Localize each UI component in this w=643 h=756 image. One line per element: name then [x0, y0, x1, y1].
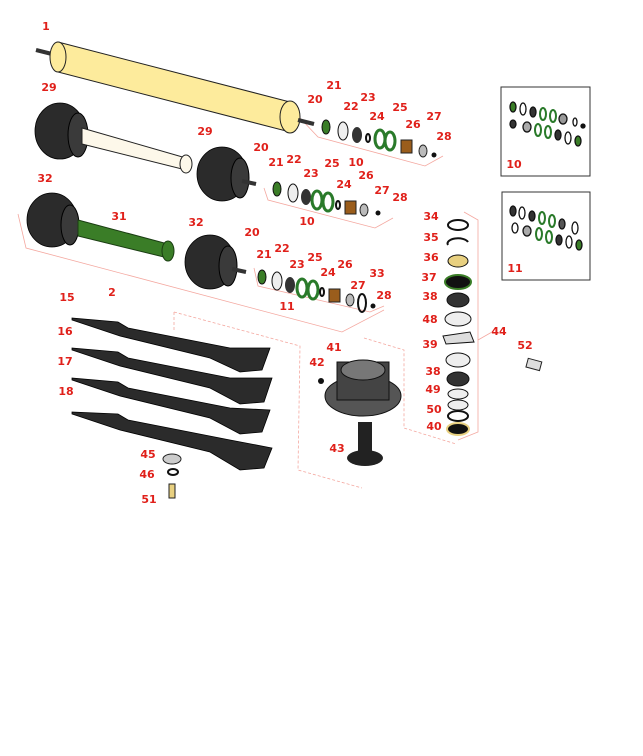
callout-21: 21	[268, 156, 283, 169]
callout-27: 27	[350, 279, 365, 292]
callout-10: 10	[506, 158, 522, 171]
spindle-stack	[442, 219, 543, 436]
callout-11: 11	[279, 300, 294, 313]
callout-26: 26	[337, 258, 353, 271]
callout-20: 20	[307, 93, 323, 106]
callout-24: 24	[369, 110, 385, 123]
callout-46: 46	[139, 468, 155, 481]
rear-roller-29	[34, 102, 257, 202]
callout-22: 22	[274, 242, 289, 255]
callout-48: 48	[422, 313, 437, 326]
callout-20: 20	[244, 226, 260, 239]
callout-40: 40	[426, 420, 442, 433]
callout-39: 39	[422, 338, 437, 351]
callout-44: 44	[491, 325, 507, 338]
callout-33: 33	[369, 267, 384, 280]
kit-11-inset	[501, 191, 591, 281]
callout-28: 28	[392, 191, 407, 204]
kit-10-inset	[500, 86, 591, 177]
callout-26: 26	[405, 118, 421, 131]
callout-50: 50	[426, 403, 442, 416]
callout-28: 28	[376, 289, 391, 302]
callout-27: 27	[426, 110, 441, 123]
callout-21: 21	[326, 79, 341, 92]
callout-23: 23	[289, 258, 304, 271]
bearing-kit-parts	[257, 119, 437, 313]
callout-11: 11	[507, 262, 522, 275]
callout-38: 38	[425, 365, 440, 378]
callout-32: 32	[37, 172, 52, 185]
blade-hardware	[162, 453, 182, 499]
callout-21: 21	[256, 248, 271, 261]
callout-41: 41	[326, 341, 341, 354]
callout-16: 16	[57, 325, 73, 338]
callout-49: 49	[425, 383, 440, 396]
callout-17: 17	[57, 355, 72, 368]
callout-36: 36	[423, 251, 439, 264]
callout-10: 10	[348, 156, 364, 169]
callouts: 1 29 20 21 22 23 24 25 26 27 28 10 29 20…	[37, 20, 532, 506]
spindle-housing	[318, 359, 402, 466]
callout-2: 2	[108, 286, 116, 299]
callout-34: 34	[423, 210, 439, 223]
callout-29: 29	[41, 81, 56, 94]
callout-1: 1	[42, 20, 50, 33]
callout-42: 42	[309, 356, 324, 369]
callout-27: 27	[374, 184, 389, 197]
callout-20: 20	[253, 141, 269, 154]
front-roller	[35, 41, 315, 134]
callout-25: 25	[307, 251, 322, 264]
callout-15: 15	[59, 291, 74, 304]
callout-25: 25	[392, 101, 407, 114]
callout-38: 38	[422, 290, 437, 303]
callout-28: 28	[436, 130, 451, 143]
callout-22: 22	[343, 100, 358, 113]
callout-18: 18	[58, 385, 73, 398]
callout-35: 35	[423, 231, 438, 244]
callout-22: 22	[286, 153, 301, 166]
callout-52: 52	[517, 339, 532, 352]
callout-25: 25	[324, 157, 339, 170]
callout-23: 23	[303, 167, 318, 180]
callout-43: 43	[329, 442, 344, 455]
callout-24: 24	[320, 266, 336, 279]
callout-51: 51	[141, 493, 156, 506]
rear-roller-32	[26, 192, 247, 290]
callout-10: 10	[299, 215, 315, 228]
callout-31: 31	[111, 210, 126, 223]
callout-23: 23	[360, 91, 375, 104]
callout-32: 32	[188, 216, 203, 229]
callout-37: 37	[421, 271, 436, 284]
callout-29: 29	[197, 125, 212, 138]
callout-24: 24	[336, 178, 352, 191]
group-outlines	[17, 117, 493, 489]
callout-26: 26	[358, 169, 374, 182]
blades	[71, 317, 273, 471]
callout-45: 45	[140, 448, 155, 461]
